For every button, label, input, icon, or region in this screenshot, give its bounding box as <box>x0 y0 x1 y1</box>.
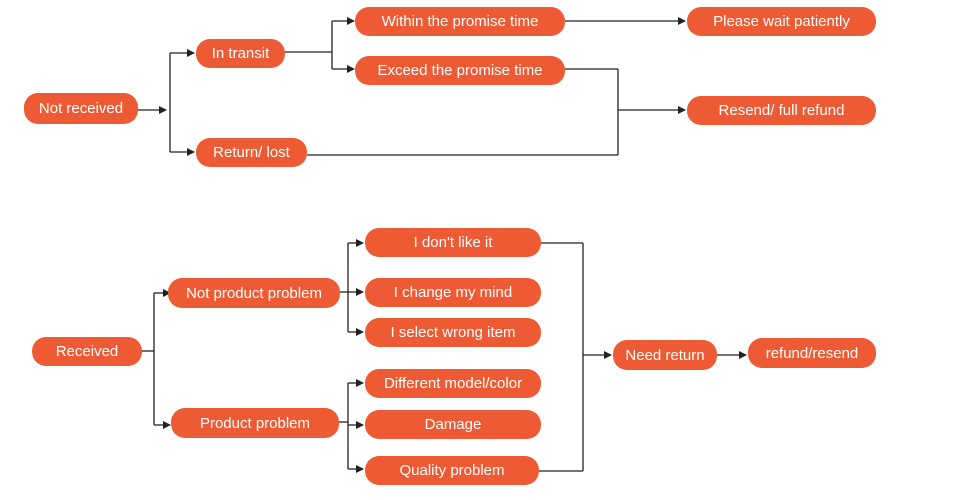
node-exceed-promise: Exceed the promise time <box>355 56 565 85</box>
node-change-mind: I change my mind <box>365 278 541 307</box>
node-resend-refund: Resend/ full refund <box>687 96 876 125</box>
node-product-problem: Product problem <box>171 408 339 438</box>
node-return-lost: Return/ lost <box>196 138 307 167</box>
node-dont-like: I don't like it <box>365 228 541 257</box>
node-refund-resend: refund/resend <box>748 338 876 368</box>
node-quality-problem: Quality problem <box>365 456 539 485</box>
node-within-promise: Within the promise time <box>355 7 565 36</box>
node-not-received: Not received <box>24 93 138 124</box>
node-wrong-item: I select wrong item <box>365 318 541 347</box>
node-please-wait: Please wait patiently <box>687 7 876 36</box>
node-in-transit: In transit <box>196 39 285 68</box>
node-not-product-problem: Not product problem <box>168 278 340 308</box>
node-damage: Damage <box>365 410 541 439</box>
node-need-return: Need return <box>613 340 717 370</box>
node-different-model: Different model/color <box>365 369 541 398</box>
node-received: Received <box>32 337 142 366</box>
